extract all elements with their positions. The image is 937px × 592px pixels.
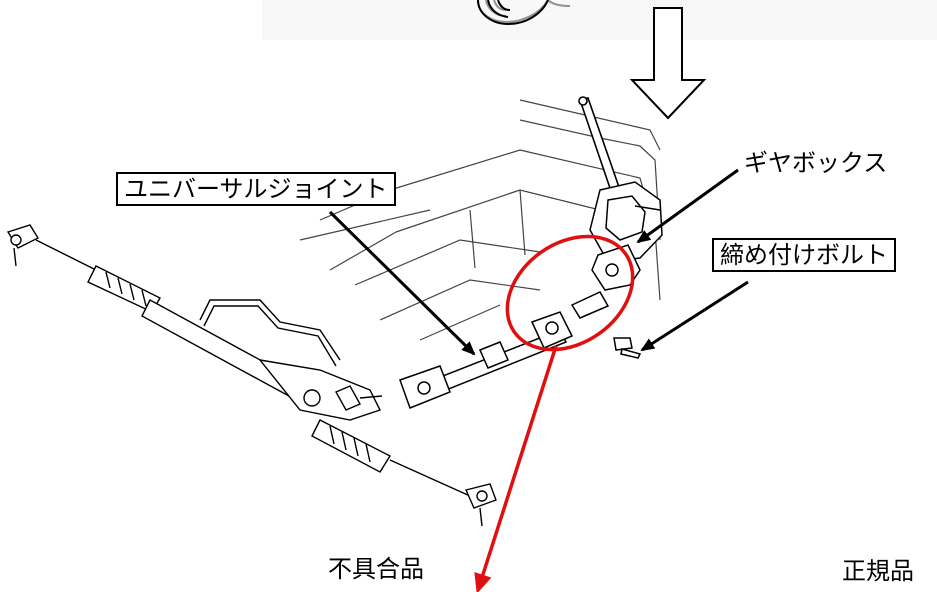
tightening-bolt-label: 締め付けボルト <box>712 238 896 272</box>
gearbox-label: ギヤボックス <box>744 149 888 177</box>
intermediate-shaft <box>399 291 610 409</box>
hollow-down-arrow <box>629 7 707 120</box>
defect-highlight-ellipse <box>505 234 635 352</box>
universal-joint-label: ユニバーサルジョイント <box>116 172 396 206</box>
genuine-part-label: 正規品 <box>842 557 914 585</box>
arrow-universal-joint <box>328 210 476 356</box>
steering-wheel-fragment-redraw <box>477 0 549 26</box>
steering-column <box>578 96 621 196</box>
arrow-gearbox <box>636 168 739 244</box>
defective-part-label: 不具合品 <box>328 555 424 583</box>
arrow-bolt <box>640 280 749 352</box>
top-image-strip <box>262 0 937 40</box>
defect-red-arrow <box>474 345 558 592</box>
steering-rack <box>6 224 497 527</box>
bolt <box>613 337 642 359</box>
gearbox <box>589 181 663 291</box>
